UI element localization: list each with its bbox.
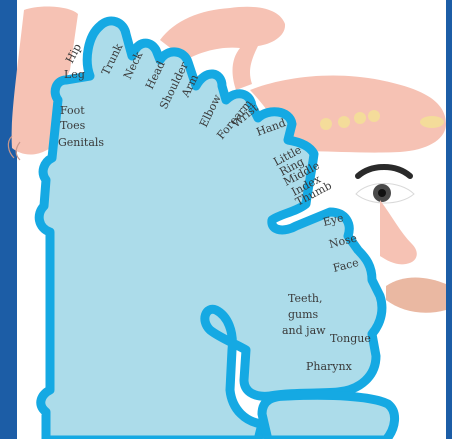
label-teeth-line2: gums bbox=[288, 308, 319, 321]
lower-gyrus bbox=[262, 395, 395, 439]
label-tongue: Tongue bbox=[330, 332, 371, 345]
label-genitals: Genitals bbox=[58, 136, 104, 149]
label-pharynx: Pharynx bbox=[306, 360, 353, 373]
label-leg: Leg bbox=[64, 68, 85, 81]
label-teeth-line3: and jaw bbox=[282, 324, 326, 337]
label-foot: Foot bbox=[60, 104, 85, 117]
label-teeth-line1: Teeth, bbox=[288, 292, 323, 305]
label-toes: Toes bbox=[60, 119, 86, 132]
right-frame-bar bbox=[446, 0, 452, 439]
left-frame-bar bbox=[0, 0, 17, 439]
